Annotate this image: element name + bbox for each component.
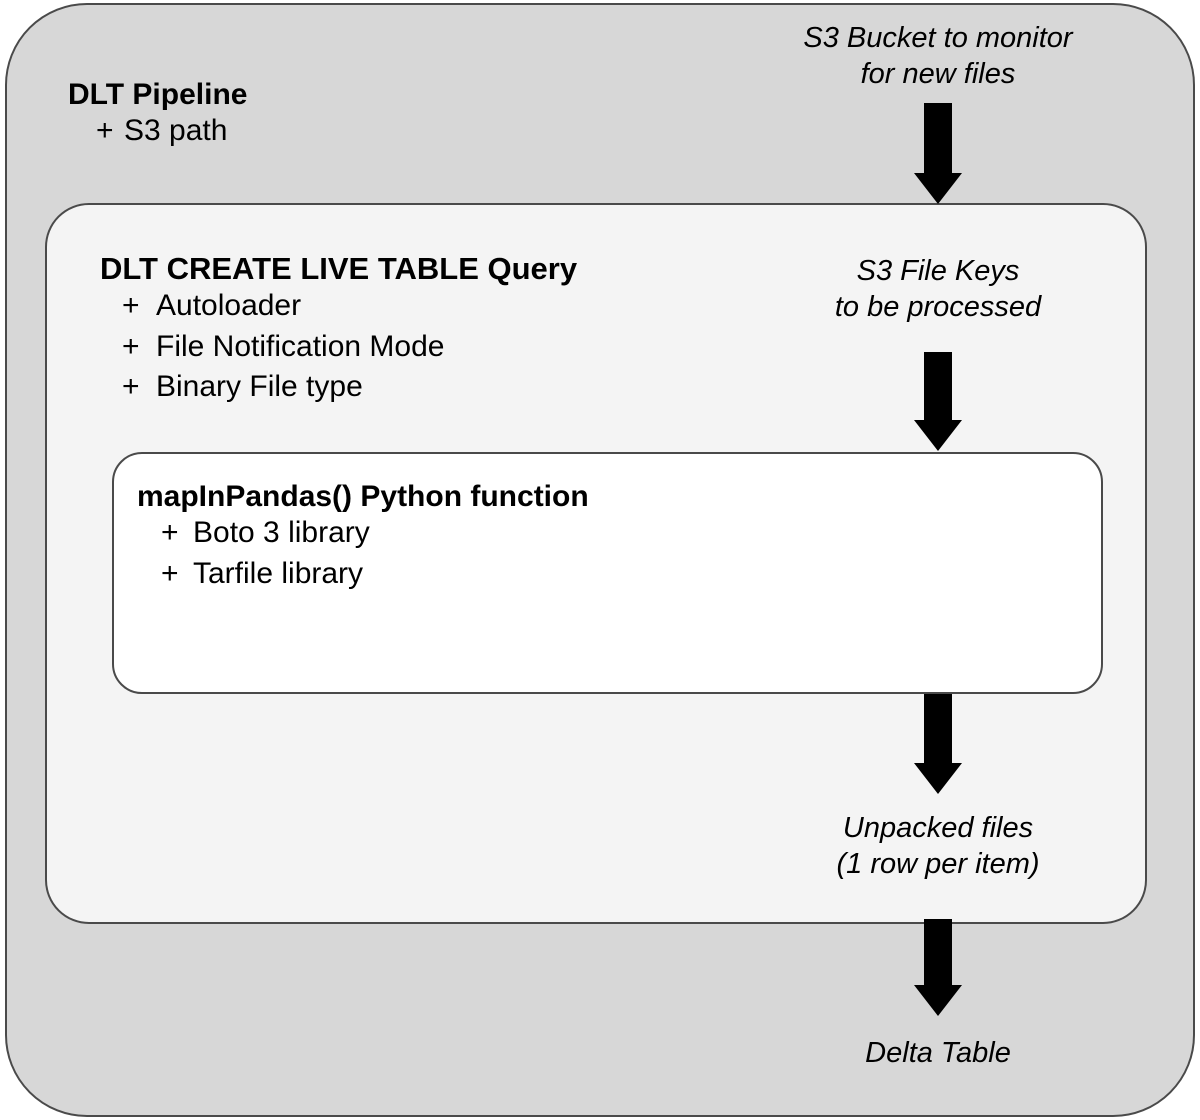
query-bullet-autoloader: + Autoloader	[100, 286, 577, 327]
mapinpandas-heading: mapInPandas() Python function	[137, 480, 589, 513]
annotation-line: to be processed	[834, 291, 1042, 324]
mapinpandas-bullet-boto3: + Boto 3 library	[137, 513, 589, 554]
annotation-line: S3 Bucket to monitor	[803, 22, 1073, 54]
bullet-label: Autoloader	[156, 289, 302, 323]
annotation-line: (1 row per item)	[836, 848, 1040, 881]
annotation-s3-bucket: S3 Bucket to monitor for new files	[803, 20, 1072, 93]
plus-icon: +	[122, 370, 140, 404]
plus-icon: +	[161, 556, 179, 590]
query-heading: DLT CREATE LIVE TABLE Query	[100, 251, 578, 286]
dlt-pipeline-bullet-s3-path: + S3 path	[68, 111, 247, 152]
query-bullet-binary-file-type: + Binary File type	[100, 367, 577, 408]
bullet-label: S3 path	[124, 114, 228, 147]
query-bullet-file-notification-mode: + File Notification Mode	[100, 327, 577, 368]
bullet-label: Tarfile library	[193, 556, 364, 590]
annotation-s3-file-keys: S3 File Keys to be processed	[835, 253, 1041, 326]
dlt-pipeline-heading: DLT Pipeline	[68, 78, 248, 111]
plus-icon: +	[96, 114, 114, 147]
bullet-label: Binary File type	[156, 370, 363, 404]
dlt-pipeline-text-block: DLT Pipeline + S3 path	[68, 78, 247, 152]
mapinpandas-bullet-tarfile: + Tarfile library	[137, 554, 589, 595]
arrow-unpacked-to-delta-table	[914, 919, 962, 1016]
query-text-block: DLT CREATE LIVE TABLE Query + Autoloader…	[100, 251, 578, 408]
annotation-line: for new files	[860, 58, 1016, 91]
annotation-delta-table: Delta Table	[865, 1035, 1011, 1071]
annotation-line: Delta Table	[865, 1037, 1011, 1069]
mapinpandas-text-block: mapInPandas() Python function + Boto 3 l…	[137, 480, 589, 594]
bullet-label: Boto 3 library	[193, 516, 370, 549]
bullet-label: File Notification Mode	[156, 329, 445, 363]
arrow-s3-keys-to-mapinpandas	[914, 352, 962, 451]
mapinpandas-function-container	[112, 452, 1103, 694]
annotation-unpacked-files: Unpacked files (1 row per item)	[836, 810, 1039, 883]
plus-icon: +	[122, 329, 140, 363]
plus-icon: +	[161, 516, 179, 549]
arrow-s3-bucket-to-query	[914, 103, 962, 204]
annotation-line: Unpacked files	[842, 812, 1034, 844]
arrow-mapinpandas-to-unpacked	[914, 694, 962, 794]
annotation-line: S3 File Keys	[856, 255, 1020, 287]
plus-icon: +	[122, 289, 140, 323]
